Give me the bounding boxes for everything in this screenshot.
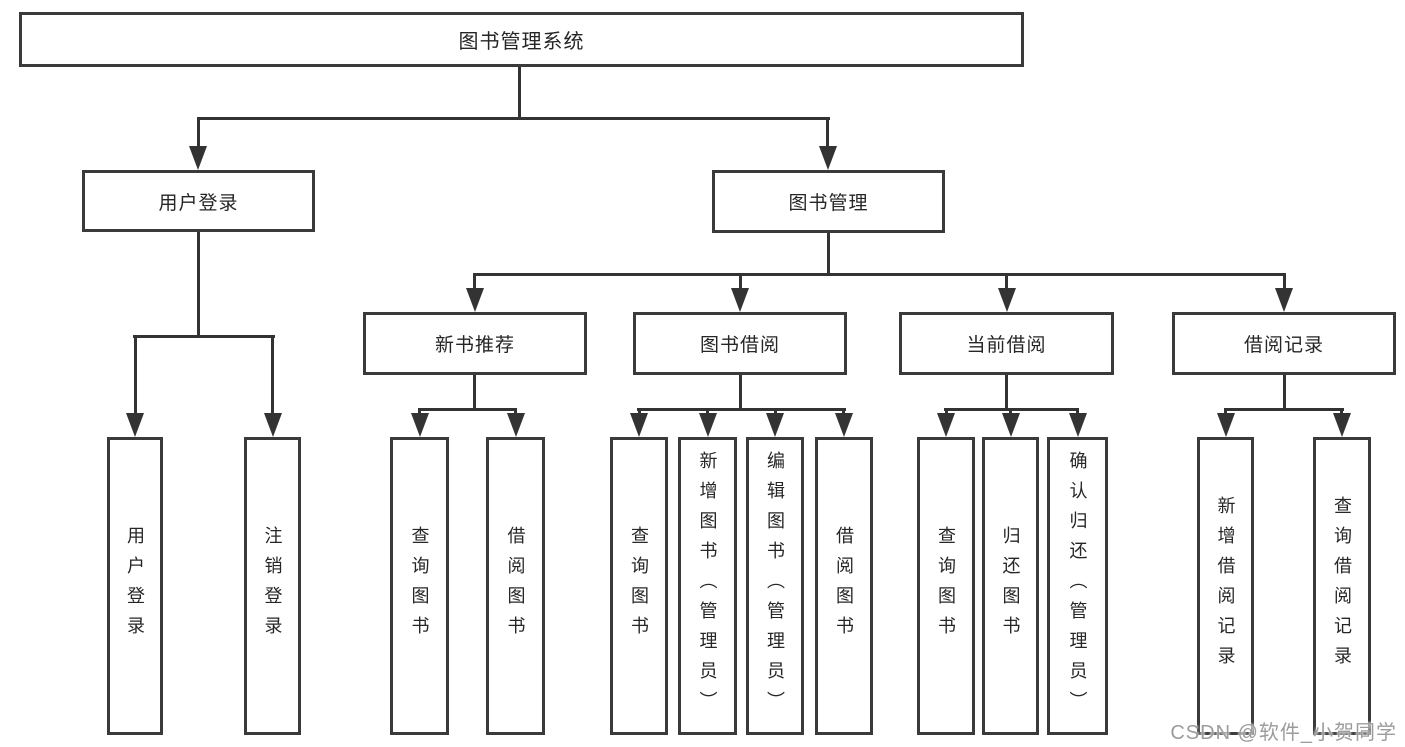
arrow-down-icon <box>937 413 955 437</box>
node-label: 当前借阅 <box>966 335 1047 356</box>
node-borrow-records: 借阅记录 <box>1172 312 1396 375</box>
watermark: CSDN @软件_小贺同学 <box>1170 722 1397 744</box>
connector-drop <box>1283 273 1286 290</box>
connector-bb-rail <box>637 408 846 411</box>
connector-drop <box>1224 408 1227 415</box>
node-label: 借阅记录 <box>1243 335 1324 356</box>
connector-userlogin-rail <box>133 335 275 338</box>
arrow-down-icon <box>1333 413 1351 437</box>
node-label: 借阅图书 <box>505 526 526 646</box>
connector-drop <box>1340 408 1343 415</box>
connector-drop <box>197 117 200 148</box>
node-label: 图书借阅 <box>699 335 780 356</box>
connector-bookmgmt-trunk <box>827 233 830 273</box>
node-label: 编辑图书（管理员） <box>765 451 785 721</box>
arrow-down-icon <box>411 413 429 437</box>
connector-drop <box>706 408 709 415</box>
leaf-bb-edit-books-admin: 编辑图书（管理员） <box>746 437 804 735</box>
connector-drop <box>842 408 845 415</box>
leaf-cb-return-books: 归还图书 <box>982 437 1039 735</box>
node-user-login: 用户登录 <box>82 170 315 232</box>
leaf-bb-add-books-admin: 新增图书（管理员） <box>678 437 737 735</box>
node-library-system: 图书管理系统 <box>19 12 1024 67</box>
arrow-down-icon <box>507 413 525 437</box>
connector-drop <box>418 408 421 415</box>
connector-drop <box>826 117 829 148</box>
node-book-management: 图书管理 <box>712 170 945 233</box>
arrow-down-icon <box>998 288 1016 312</box>
connector-root-trunk <box>518 67 521 117</box>
node-book-borrow: 图书借阅 <box>633 312 847 375</box>
connector-drop <box>1076 408 1079 415</box>
connector-drop <box>1005 273 1008 290</box>
connector-nbr-rail <box>418 408 517 411</box>
connector-cb-trunk <box>1005 375 1008 408</box>
node-label: 新书推荐 <box>434 335 515 356</box>
leaf-user-login: 用户登录 <box>107 437 163 735</box>
node-label: 确认归还（管理员） <box>1067 451 1088 721</box>
arrow-down-icon <box>835 413 853 437</box>
arrow-down-icon <box>1002 413 1020 437</box>
node-label: 借阅图书 <box>834 526 854 646</box>
arrow-down-icon <box>189 146 207 170</box>
arrow-down-icon <box>264 413 282 437</box>
leaf-logout-login: 注销登录 <box>244 437 301 735</box>
node-label: 查询图书 <box>409 526 430 646</box>
node-label: 新增图书（管理员） <box>697 451 718 721</box>
leaf-br-query-record: 查询借阅记录 <box>1313 437 1371 735</box>
node-label: 图书管理系统 <box>458 31 585 53</box>
connector-nbr-trunk <box>473 375 476 408</box>
arrow-down-icon <box>819 146 837 170</box>
connector-drop <box>514 408 517 415</box>
connector-drop <box>945 408 948 415</box>
connector-br-rail <box>1224 408 1344 411</box>
node-label: 查询图书 <box>629 526 649 646</box>
leaf-nbr-borrow-books: 借阅图书 <box>486 437 545 735</box>
connector-drop <box>134 335 137 413</box>
arrow-down-icon <box>466 288 484 312</box>
node-current-borrow: 当前借阅 <box>899 312 1114 375</box>
connector-drop <box>473 273 476 290</box>
arrow-down-icon <box>699 413 717 437</box>
arrow-down-icon <box>126 413 144 437</box>
arrow-down-icon <box>1217 413 1235 437</box>
leaf-cb-confirm-return-admin: 确认归还（管理员） <box>1047 437 1108 735</box>
connector-userlogin-trunk <box>197 232 200 335</box>
node-label: 注销登录 <box>262 526 283 646</box>
connector-root-rail <box>197 117 830 120</box>
node-label: 图书管理 <box>788 193 869 214</box>
connector-drop <box>774 408 777 415</box>
leaf-bb-query-books: 查询图书 <box>610 437 668 735</box>
arrow-down-icon <box>630 413 648 437</box>
arrow-down-icon <box>1069 413 1087 437</box>
leaf-bb-borrow-books: 借阅图书 <box>815 437 873 735</box>
arrow-down-icon <box>731 288 749 312</box>
node-label: 用户登录 <box>158 192 239 214</box>
connector-drop <box>739 273 742 290</box>
leaf-cb-query-books: 查询图书 <box>917 437 975 735</box>
connector-br-trunk <box>1283 375 1286 408</box>
connector-drop <box>271 335 274 413</box>
arrow-down-icon <box>1275 288 1293 312</box>
leaf-br-add-record: 新增借阅记录 <box>1197 437 1254 735</box>
connector-bookmgmt-rail <box>473 273 1285 276</box>
leaf-nbr-query-books: 查询图书 <box>390 437 449 735</box>
node-label: 查询图书 <box>936 526 956 646</box>
connector-drop <box>1009 408 1012 415</box>
node-label: 新增借阅记录 <box>1215 496 1236 676</box>
connector-drop <box>638 408 641 415</box>
arrow-down-icon <box>766 413 784 437</box>
node-label: 用户登录 <box>125 526 145 646</box>
connector-bb-trunk <box>739 375 742 408</box>
node-label: 查询借阅记录 <box>1332 496 1352 676</box>
node-new-book-recommend: 新书推荐 <box>363 312 587 375</box>
node-label: 归还图书 <box>1000 526 1021 646</box>
